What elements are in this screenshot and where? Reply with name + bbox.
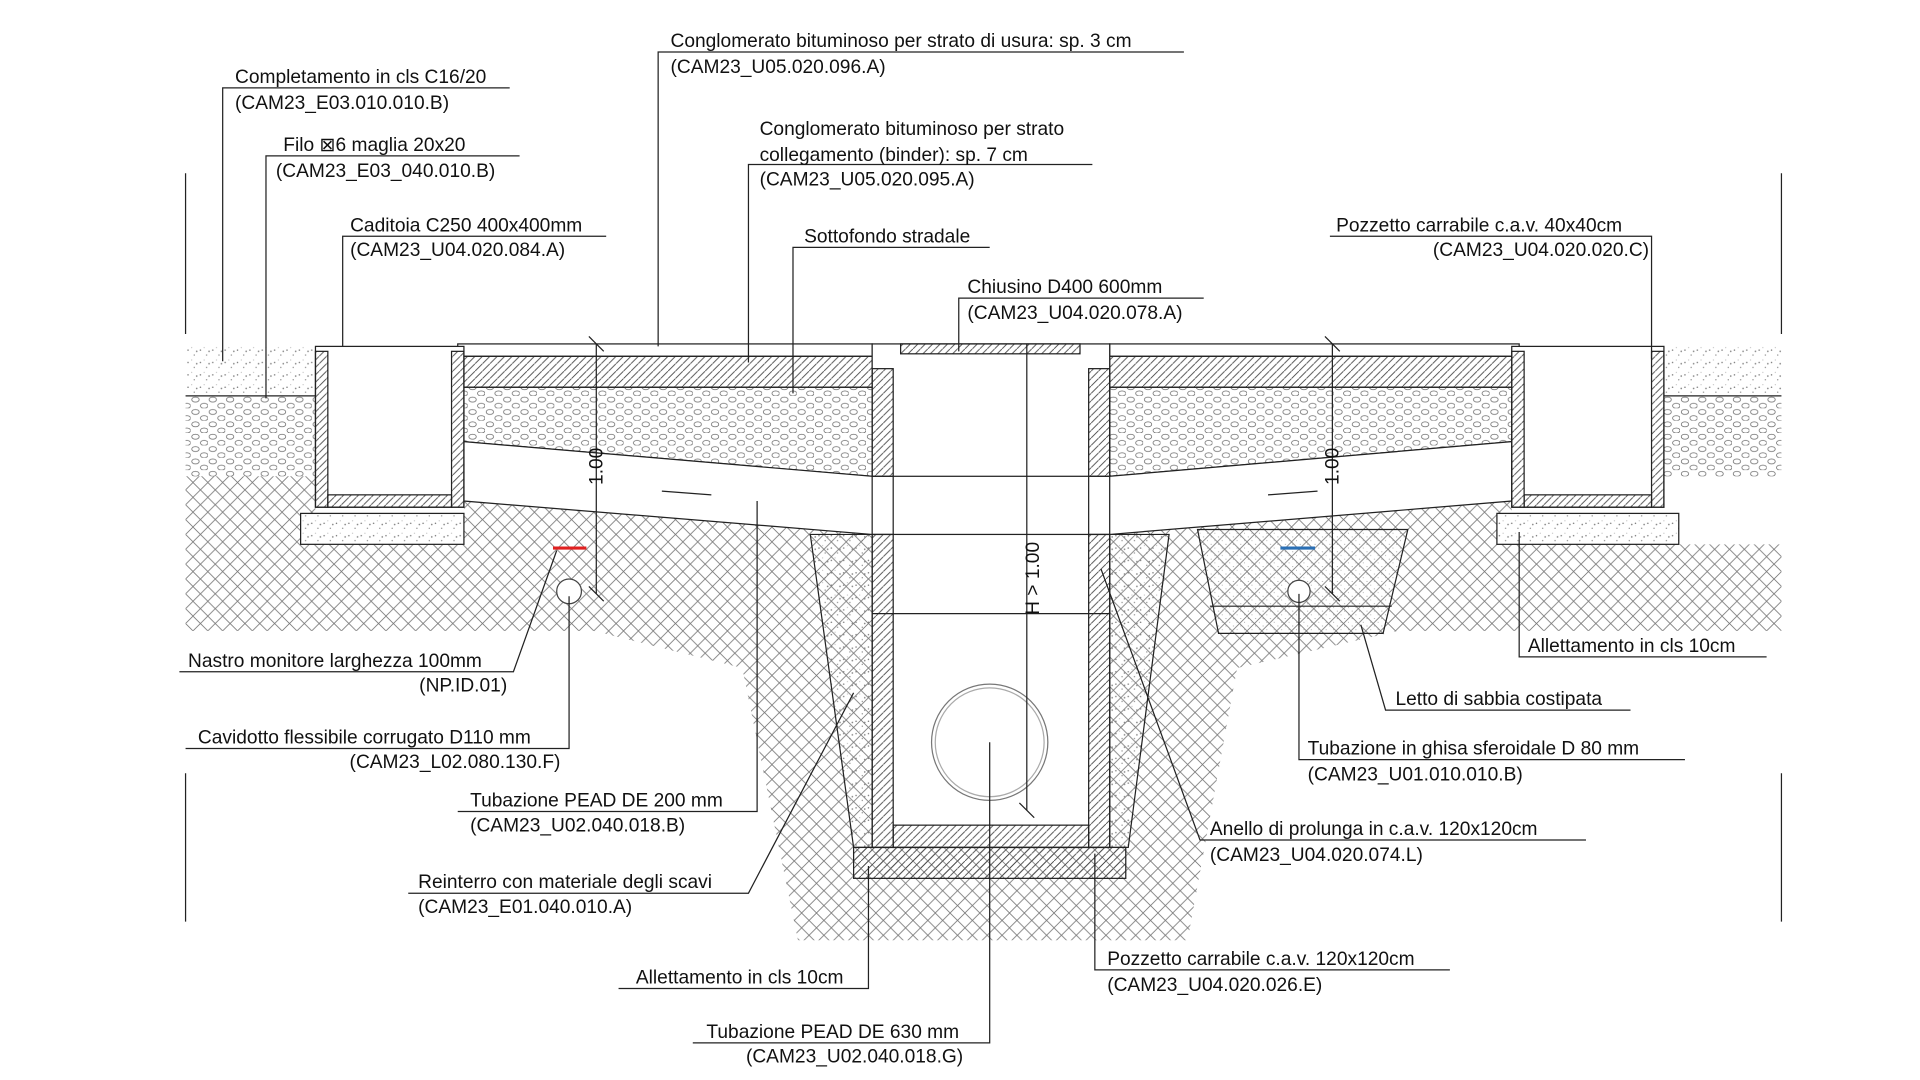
dim-right: 1.00 <box>1323 448 1344 485</box>
label-usura: Conglomerato bituminoso per strato di us… <box>671 31 1132 52</box>
gully-pit-left <box>300 345 465 545</box>
code-pead200: (CAM23_U02.040.018.B) <box>470 815 685 836</box>
code-anello: (CAM23_U04.020.074.L) <box>1210 845 1423 866</box>
label-chiusino: Chiusino D400 600mm <box>967 277 1162 298</box>
code-binder: (CAM23_U05.020.095.A) <box>760 170 975 191</box>
label-pozzetto40: Pozzetto carrabile c.a.v. 40x40cm <box>1336 215 1622 236</box>
dimensions: 1.00 1.00 H > 1.00 <box>586 336 1344 819</box>
leader-lines <box>179 51 1767 1044</box>
label-sabbia: Letto di sabbia costipata <box>1395 689 1602 710</box>
code-filo: (CAM23_E03_040.010.B) <box>276 161 495 182</box>
label-allettamento-left: Allettamento in cls 10cm <box>636 968 844 989</box>
frame-marks <box>184 173 1783 922</box>
code-usura: (CAM23_U05.020.096.A) <box>671 57 886 78</box>
code-caditoia: (CAM23_U04.020.084.A) <box>350 240 565 261</box>
label-reinterro: Reinterro con materiale degli scavi <box>418 872 712 893</box>
code-pozzetto120: (CAM23_U04.020.026.E) <box>1107 975 1322 996</box>
annotations: Completamento in cls C16/20 (CAM23_E03.0… <box>188 31 1735 1068</box>
label-binder: Conglomerato bituminoso per strato <box>760 119 1065 140</box>
code-ghisa: (CAM23_U01.010.010.B) <box>1308 765 1523 786</box>
code-reinterro: (CAM23_E01.040.010.A) <box>418 897 632 918</box>
label-pead630: Tubazione PEAD DE 630 mm <box>706 1022 959 1043</box>
label-filo: Filo ⊠6 maglia 20x20 <box>283 135 465 156</box>
label-pead200: Tubazione PEAD DE 200 mm <box>470 791 723 812</box>
label-allettamento-right: Allettamento in cls 10cm <box>1528 636 1736 657</box>
code-completamento: (CAM23_E03.010.010.B) <box>235 93 449 114</box>
code-pozzetto40: (CAM23_U04.020.020.C) <box>1433 240 1649 261</box>
label-ghisa: Tubazione in ghisa sferoidale D 80 mm <box>1308 739 1640 760</box>
label-completamento: Completamento in cls C16/20 <box>235 67 486 88</box>
pit-40x40-right <box>1496 345 1680 545</box>
label-sottofondo: Sottofondo stradale <box>804 226 970 247</box>
code-chiusino: (CAM23_U04.020.078.A) <box>967 303 1182 324</box>
dim-manhole: H > 1.00 <box>1023 542 1044 615</box>
code-nastro: (NP.ID.01) <box>419 676 507 697</box>
label-pozzetto120: Pozzetto carrabile c.a.v. 120x120cm <box>1107 949 1414 970</box>
label-cavidotto: Cavidotto flessibile corrugato D110 mm <box>198 728 531 749</box>
label-caditoia: Caditoia C250 400x400mm <box>350 215 582 236</box>
road-layers <box>457 343 1520 477</box>
code-pead630: (CAM23_U02.040.018.G) <box>746 1047 963 1068</box>
code-cavidotto: (CAM23_L02.080.130.F) <box>350 752 561 773</box>
manhole <box>852 343 1127 879</box>
manhole-cover <box>900 343 1081 355</box>
label-nastro: Nastro monitore larghezza 100mm <box>188 651 482 672</box>
label-binder-2: collegamento (binder): sp. 7 cm <box>760 145 1028 166</box>
label-anello: Anello di prolunga in c.a.v. 120x120cm <box>1210 819 1538 840</box>
dim-left: 1.00 <box>586 448 607 485</box>
